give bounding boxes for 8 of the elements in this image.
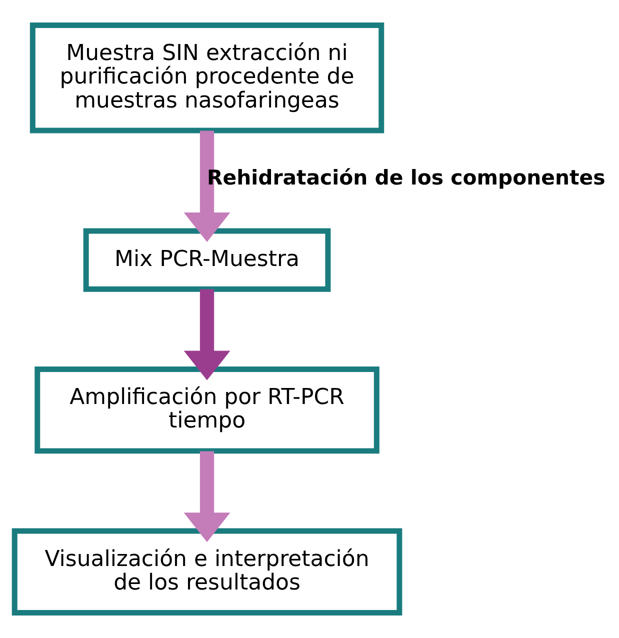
node-box: Muestra SIN extracción ni purificación procedente de muestras nasofaringeas xyxy=(30,22,384,134)
node-box: Amplificación por RT-PCR tiempo xyxy=(34,366,380,454)
arrow xyxy=(184,451,230,542)
edge-label: Rehidratación de los componentes xyxy=(207,166,606,190)
node-box: Mix PCR-Muestra xyxy=(83,228,331,292)
node-box: Visualización e interpretación de los resultados xyxy=(12,528,402,616)
arrow xyxy=(184,130,230,242)
arrow xyxy=(184,289,230,380)
